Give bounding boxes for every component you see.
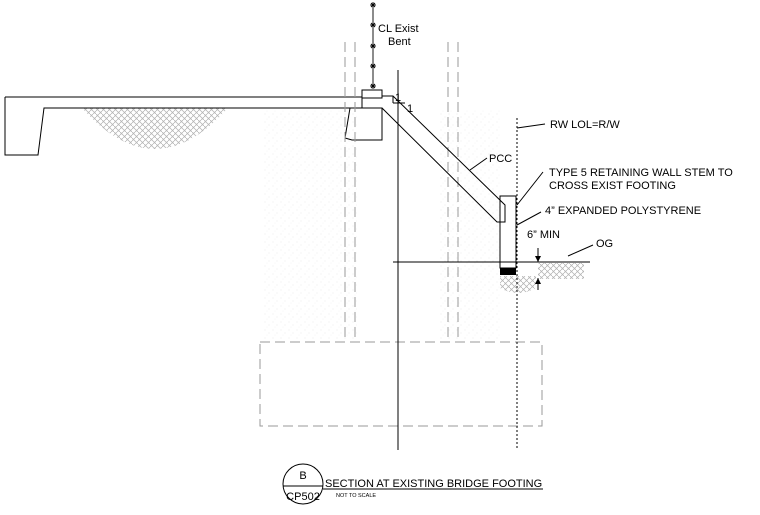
bridge-deck-left-end	[4, 97, 362, 156]
scale-note: NOT TO SCALE	[336, 493, 376, 499]
og-leader	[567, 244, 594, 257]
earth-hatch-og	[538, 263, 584, 279]
retaining-wall-stem	[499, 195, 517, 269]
centerline-label: CL Exist	[378, 23, 419, 35]
min-dim-arrow	[535, 256, 541, 262]
stem-leader	[516, 171, 544, 206]
row-leader	[516, 123, 546, 129]
min-dim-arrow-lower	[535, 278, 541, 284]
sheet-reference: CP502	[286, 491, 320, 503]
polystyrene-label: 4” EXPANDED POLYSTYRENE	[545, 205, 701, 217]
centerline-label-2: Bent	[388, 36, 411, 48]
slope-rise-label: 1	[395, 92, 401, 104]
pcc-label: PCC	[489, 153, 512, 165]
min-dim-label: 6” MIN	[527, 229, 560, 241]
detail-bubble	[282, 463, 324, 505]
bearing-seat	[361, 89, 383, 99]
detail-title: SECTION AT EXISTING BRIDGE FOOTING	[325, 478, 542, 490]
detail-title-block: B CP502 SECTION AT EXISTING BRIDGE FOOTI…	[282, 463, 543, 505]
detail-letter: B	[299, 470, 306, 482]
pcc-slope-paving	[381, 95, 506, 223]
existing-footing	[259, 341, 543, 427]
stem-label-2: CROSS EXIST FOOTING	[549, 180, 676, 192]
existing-column-stipple	[262, 110, 357, 340]
slope-run-label: 1	[407, 103, 413, 115]
row-label: RW LOL=R/W	[550, 119, 620, 131]
og-label: OG	[596, 238, 613, 250]
polystyrene-leader	[516, 211, 542, 226]
expanded-polystyrene	[500, 268, 516, 275]
earth-hatch-footing	[500, 276, 536, 293]
existing-column-stipple-right	[440, 110, 500, 340]
centerline-symbols	[370, 2, 376, 89]
pcc-leader	[469, 157, 488, 171]
stem-label-1: TYPE 5 RETAINING WALL STEM TO	[549, 167, 733, 179]
earth-hatch-under-deck	[82, 108, 228, 149]
